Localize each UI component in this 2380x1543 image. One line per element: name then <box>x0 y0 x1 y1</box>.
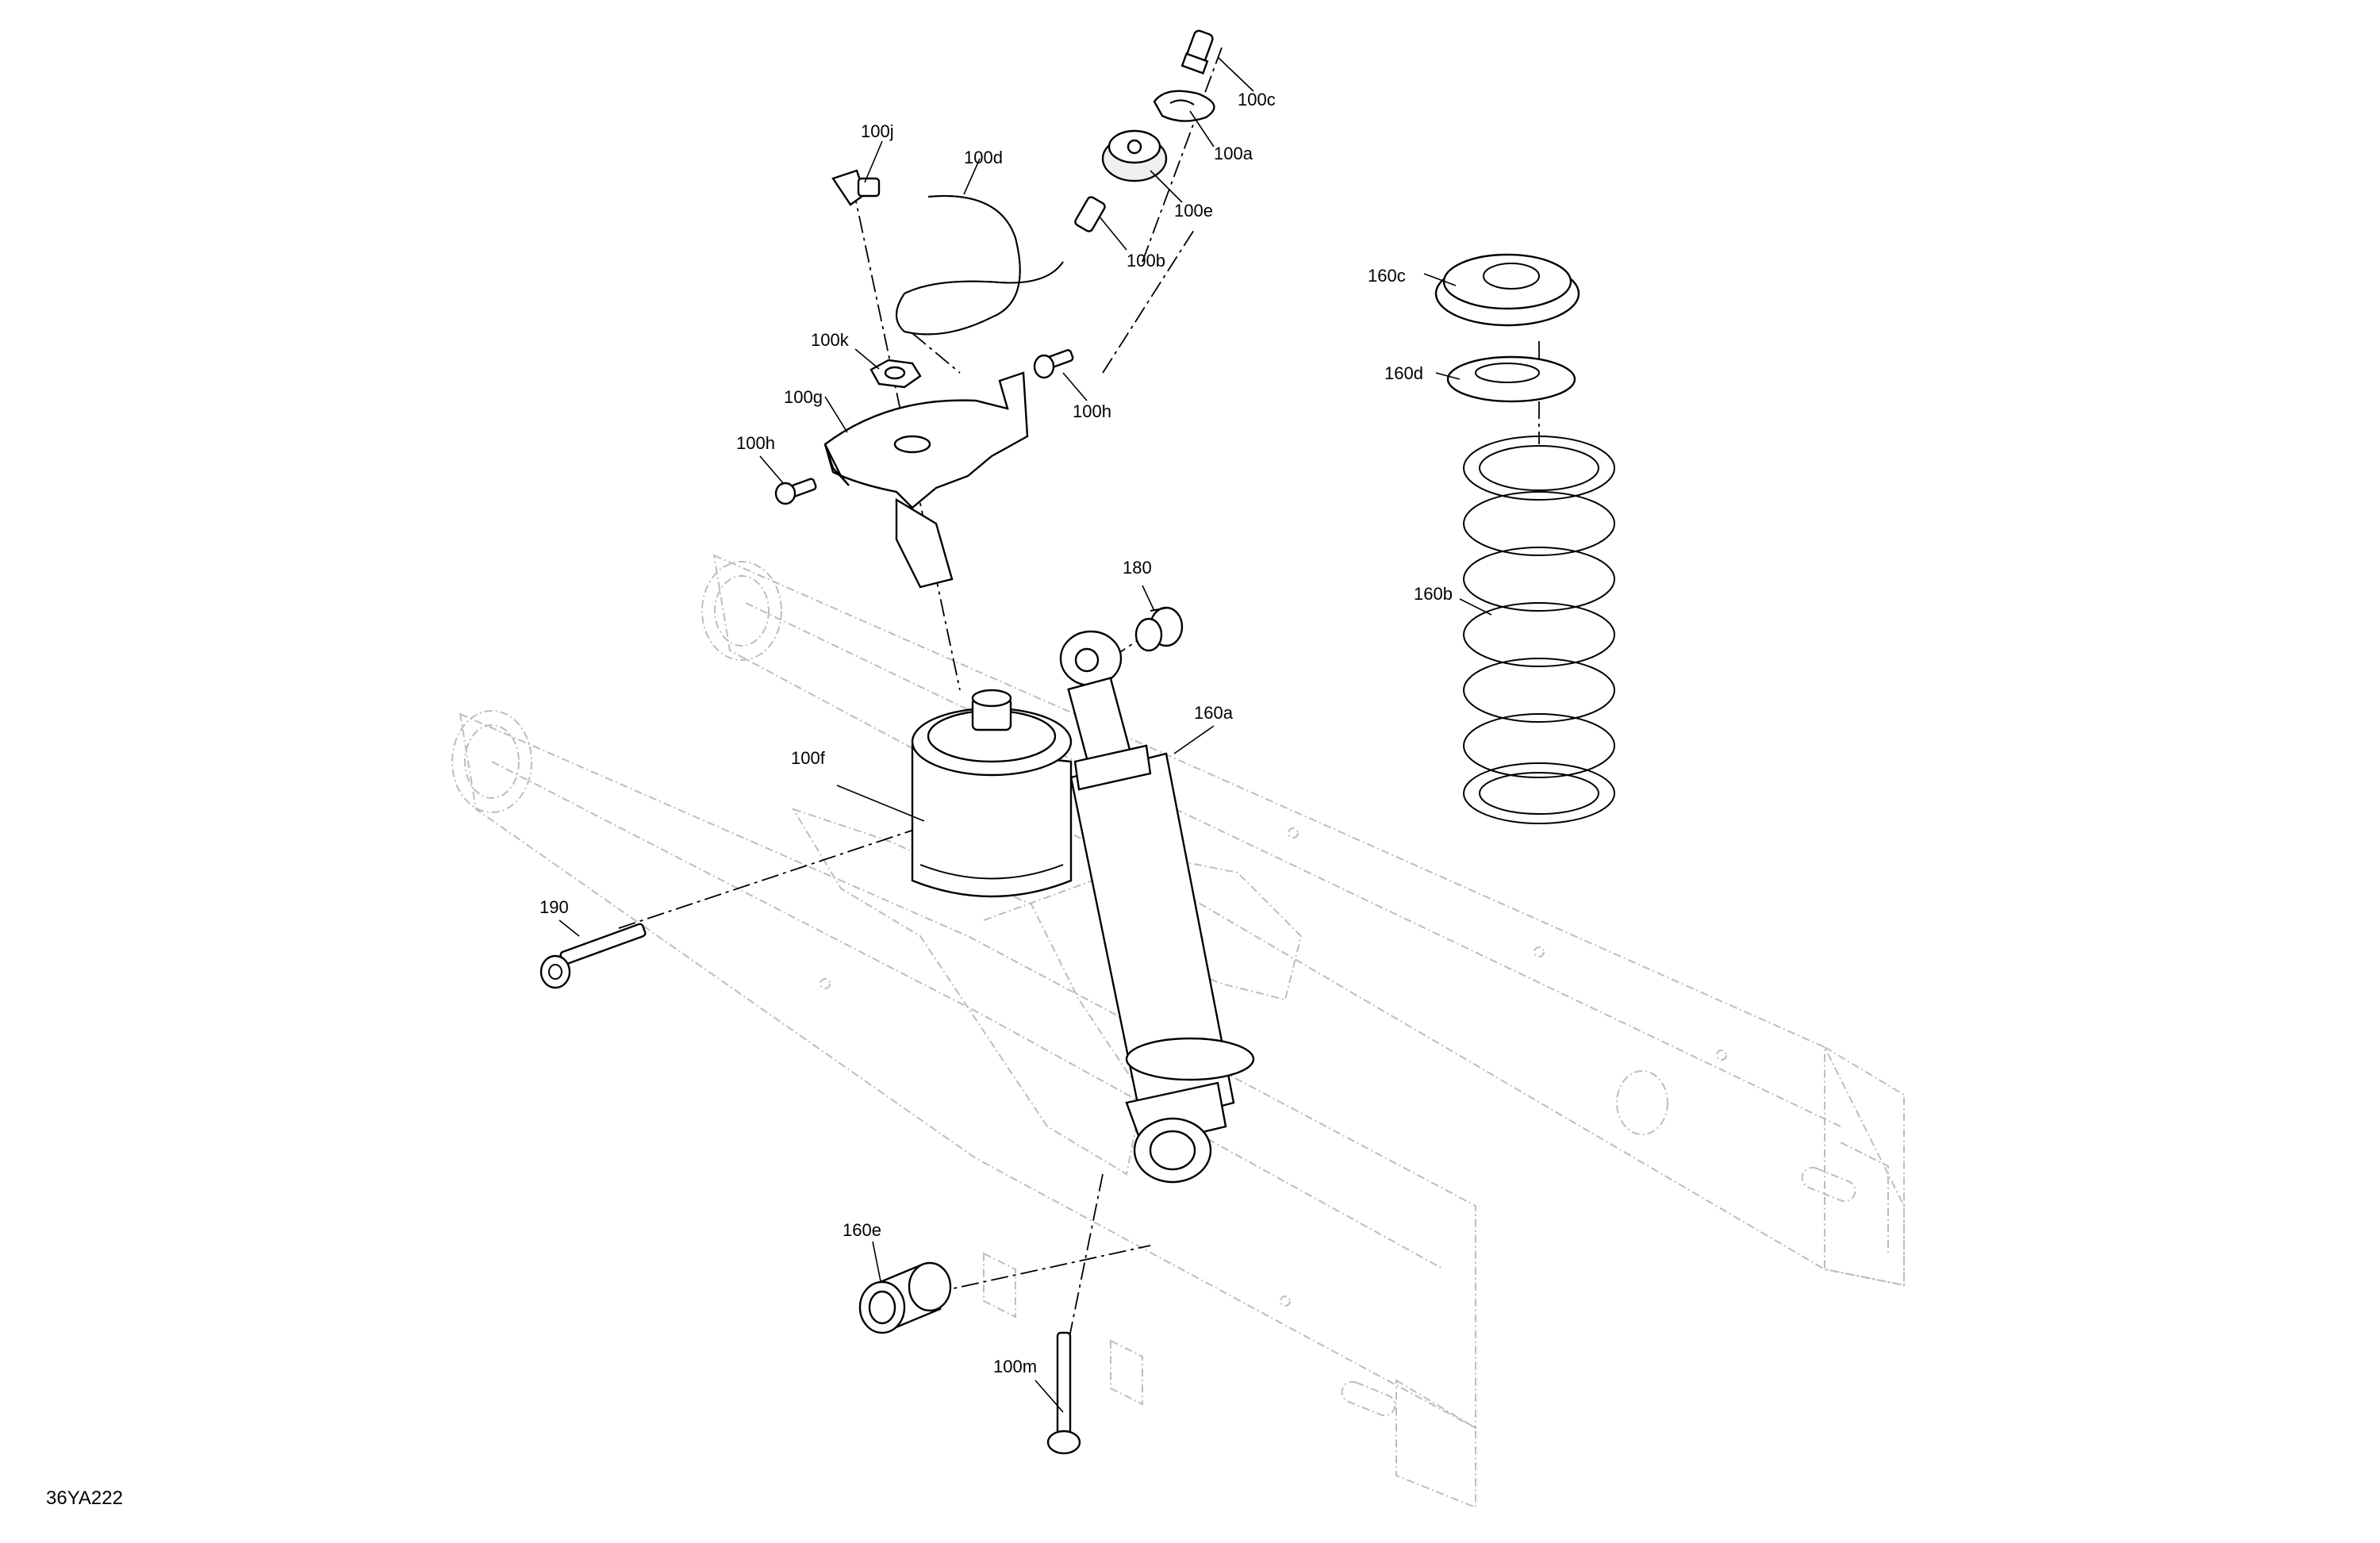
callout-160b: 160b <box>1414 584 1453 604</box>
callout-100d: 100d <box>964 148 1003 167</box>
bolt-100m <box>1046 1331 1081 1455</box>
bushing-160e <box>858 1261 952 1334</box>
bracket-100g <box>823 371 1029 589</box>
callout-100k: 100k <box>811 330 849 350</box>
callout-100b: 100b <box>1127 251 1165 271</box>
callout-100m: 100m <box>993 1357 1038 1376</box>
swing-arm-frame <box>451 554 1905 1509</box>
screw-100h-left <box>774 478 817 505</box>
nut-100k <box>869 359 922 389</box>
callout-100h-right: 100h <box>1073 401 1111 421</box>
elbow-100j <box>831 169 881 206</box>
leader-lines <box>559 56 1492 1413</box>
hose-100d <box>896 195 1064 336</box>
callout-100c: 100c <box>1238 90 1276 109</box>
spring-seat-160d <box>1446 355 1576 403</box>
callout-100g: 100g <box>784 387 823 407</box>
callout-180: 180 <box>1123 558 1152 578</box>
spring-seat-160c <box>1434 253 1580 327</box>
figure-code: 36YA222 <box>46 1487 123 1509</box>
callout-100a: 100a <box>1214 144 1253 163</box>
valve-100c <box>1180 29 1214 75</box>
clip-100a <box>1153 90 1215 122</box>
mount-100e <box>1101 129 1168 182</box>
callout-160d: 160d <box>1384 363 1423 383</box>
callout-190: 190 <box>539 897 569 917</box>
bushing-180 <box>1134 606 1184 652</box>
callout-100f: 100f <box>791 748 825 768</box>
shock-absorber-160a <box>1059 630 1255 1184</box>
callout-100e: 100e <box>1174 201 1213 221</box>
callout-160c: 160c <box>1368 266 1406 286</box>
callout-160e: 160e <box>843 1220 881 1240</box>
screw-100h-right <box>1033 349 1074 379</box>
bolt-190 <box>539 923 647 989</box>
callout-100j: 100j <box>861 121 894 141</box>
fitting-100b <box>1074 196 1106 232</box>
coil-spring-160b <box>1463 436 1615 824</box>
air-bag-100f <box>911 689 1073 898</box>
callout-160a: 160a <box>1194 703 1233 723</box>
callout-100h-left: 100h <box>736 433 775 453</box>
